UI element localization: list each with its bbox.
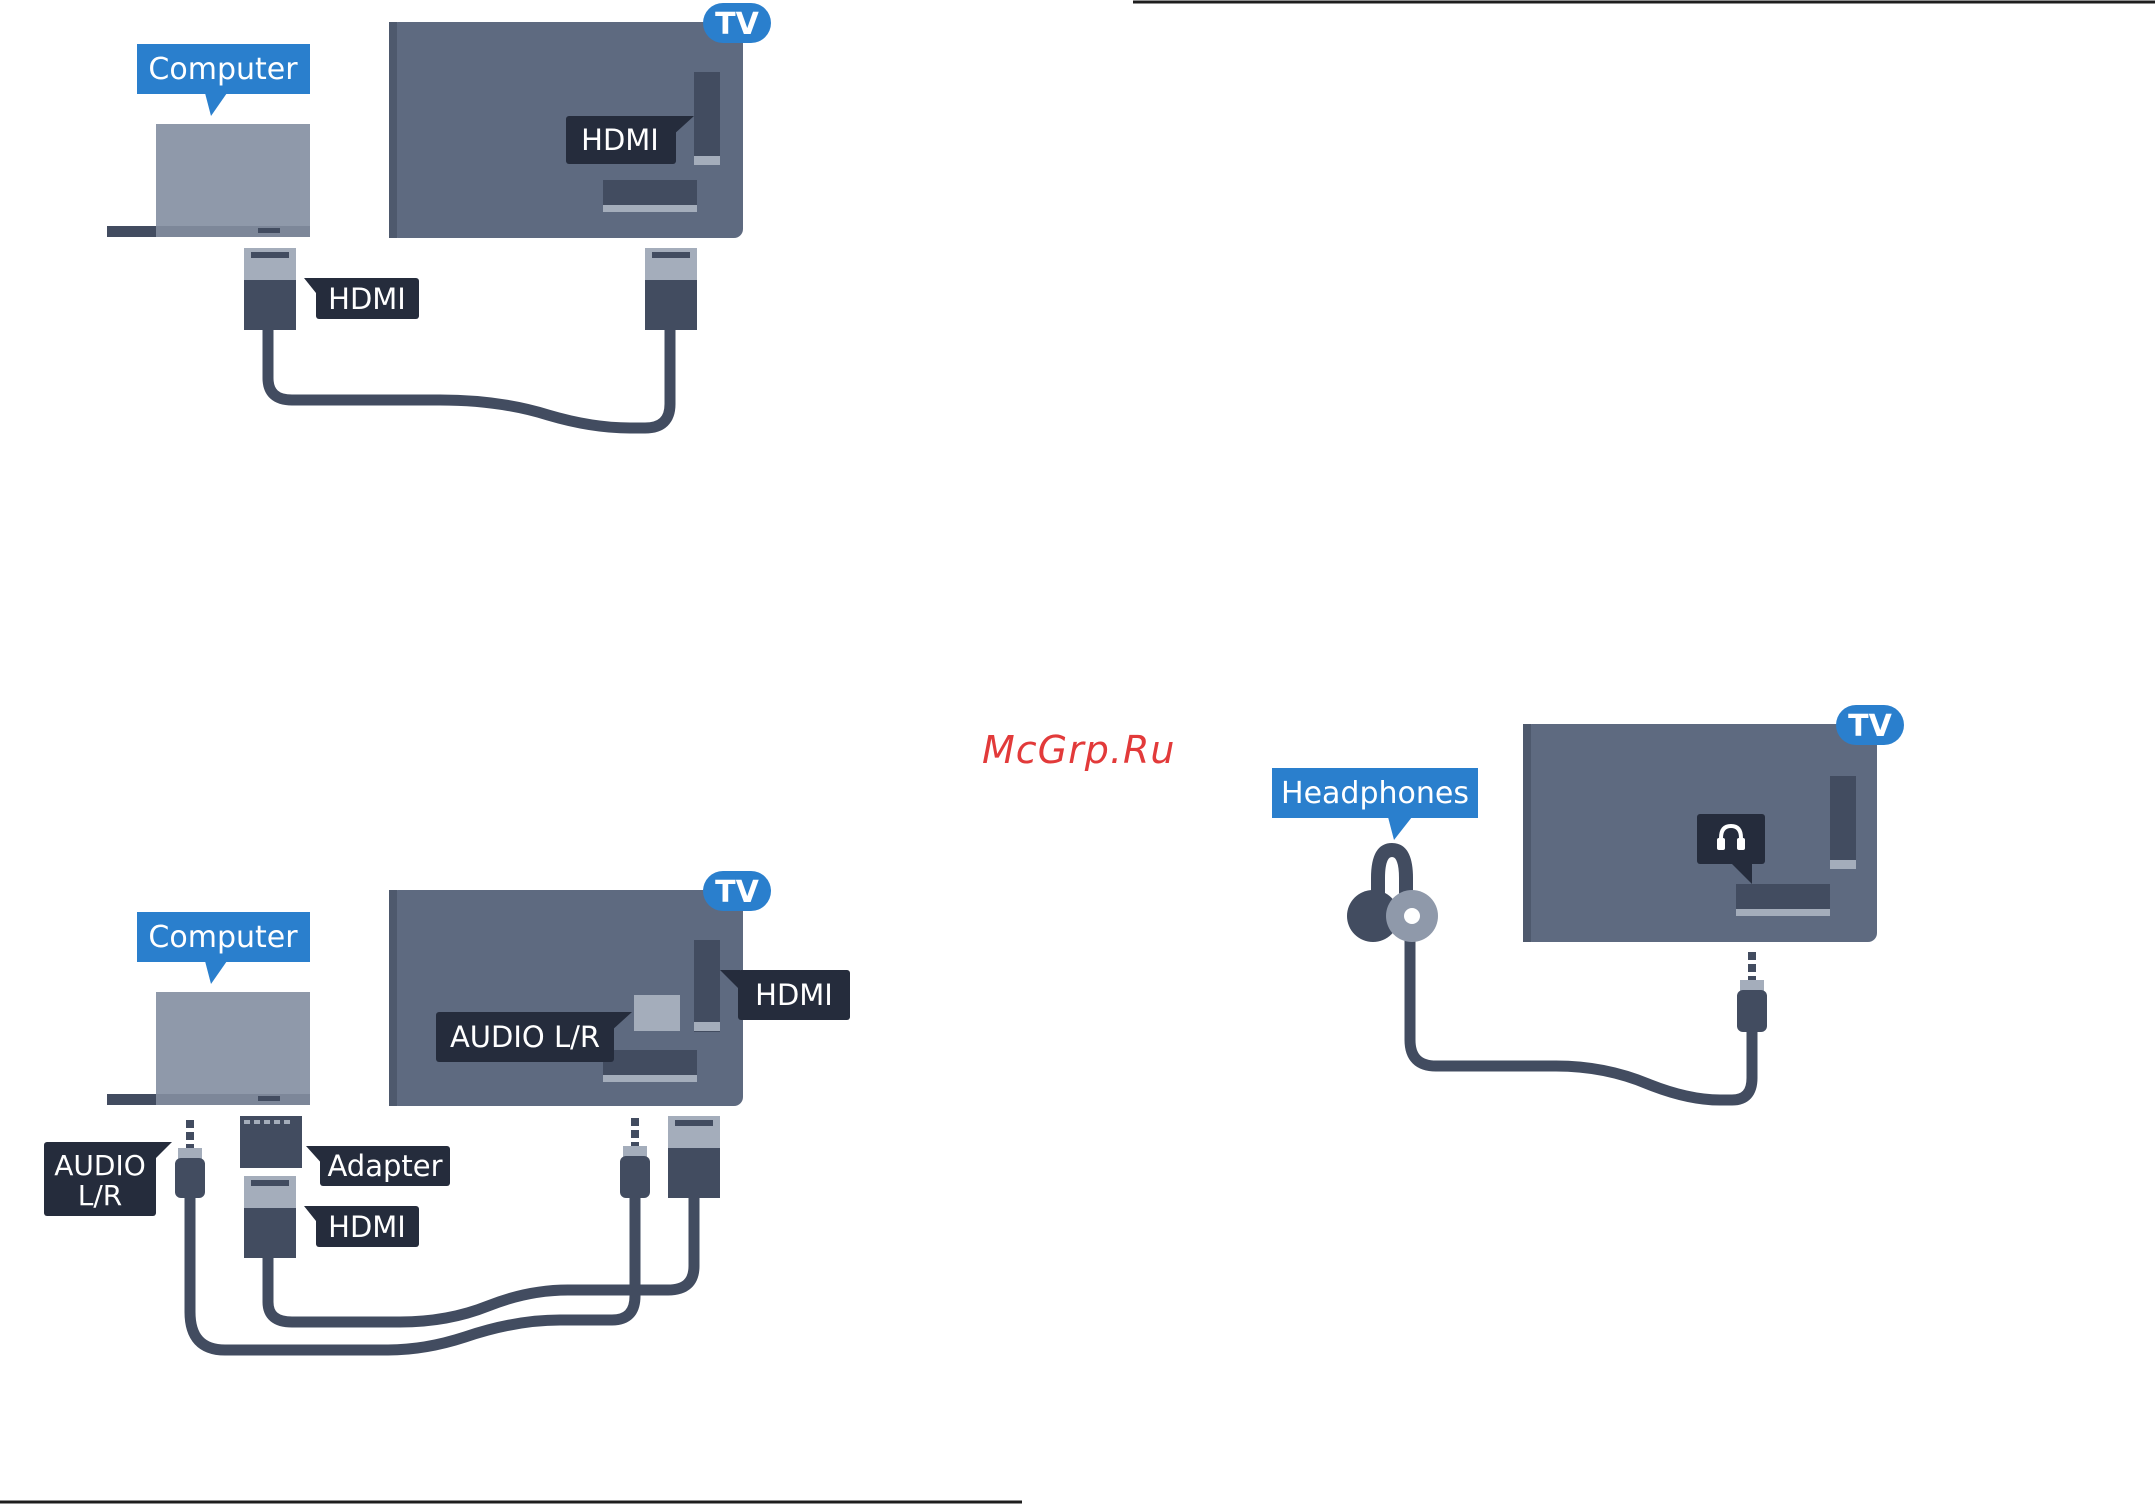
tv-audio-port	[634, 995, 680, 1031]
computer-label-2-text: Computer	[148, 920, 298, 955]
tv-badge: TV	[703, 3, 771, 43]
headphone-cable	[1410, 936, 1752, 1100]
headphones-device-icon	[1347, 850, 1438, 942]
diagram-computer-adapter: Computer TV HDMI AUDIO L/R	[44, 871, 850, 1350]
hdmi-cable-label-text: HDMI	[328, 282, 406, 316]
adapter-block	[240, 1116, 302, 1168]
tv-badge-2-text: TV	[715, 875, 759, 910]
audio-lr-label: AUDIO L/R	[44, 1142, 172, 1216]
diagram-computer-hdmi: Computer TV HDMI	[107, 3, 771, 428]
headphones-label-text: Headphones	[1281, 776, 1469, 811]
hdmi-cable-label-2-text: HDMI	[328, 1210, 406, 1244]
tv-badge-3: TV	[1836, 705, 1904, 745]
tv-side-slot-3	[1830, 776, 1856, 868]
adapter-label: Adapter	[306, 1146, 450, 1186]
audio-lr-label-line2: L/R	[78, 1179, 123, 1212]
laptop-hdmi-port	[258, 228, 280, 233]
hdmi-cable	[268, 322, 670, 428]
diagram-headphones: Headphones TV	[1272, 705, 1904, 1100]
tv-hdmi-port-label-text: HDMI	[581, 123, 659, 157]
computer-label-2: Computer	[137, 912, 310, 984]
tv-badge-text: TV	[715, 7, 759, 42]
tv-side-hdmi-slot-2	[694, 940, 720, 1032]
hdmi-cable-label: HDMI	[304, 278, 419, 319]
tv-side-hdmi-slot	[694, 72, 720, 164]
laptop-screen	[156, 124, 310, 228]
laptop-screen-2	[156, 992, 310, 1096]
tv-hdmi-label-2: HDMI	[720, 970, 850, 1020]
audio-jack-computer	[175, 1120, 205, 1198]
headphone-jack-tv	[1737, 952, 1767, 1032]
headphones-label: Headphones	[1272, 768, 1478, 840]
tv-hdmi-label-2-text: HDMI	[755, 978, 833, 1012]
computer-label: Computer	[137, 44, 310, 116]
tv-hdmi-port-label: HDMI	[566, 116, 694, 164]
computer-label-text: Computer	[148, 52, 298, 87]
hdmi-plug-computer-2	[244, 1176, 296, 1258]
hdmi-plug-tv	[645, 248, 697, 330]
hdmi-cable-label-2: HDMI	[304, 1206, 419, 1247]
tv-badge-3-text: TV	[1848, 709, 1892, 744]
hdmi-plug-computer	[244, 248, 296, 330]
hdmi-plug-tv-2	[668, 1116, 720, 1198]
audio-jack-tv	[620, 1118, 650, 1198]
tv-badge-2: TV	[703, 871, 771, 911]
tv-audio-label-text: AUDIO L/R	[450, 1020, 600, 1054]
watermark: McGrp.Ru	[982, 728, 1175, 772]
audio-lr-label-line1: AUDIO	[54, 1149, 146, 1182]
adapter-label-text: Adapter	[327, 1149, 442, 1183]
tv-audio-label: AUDIO L/R	[436, 1012, 632, 1062]
